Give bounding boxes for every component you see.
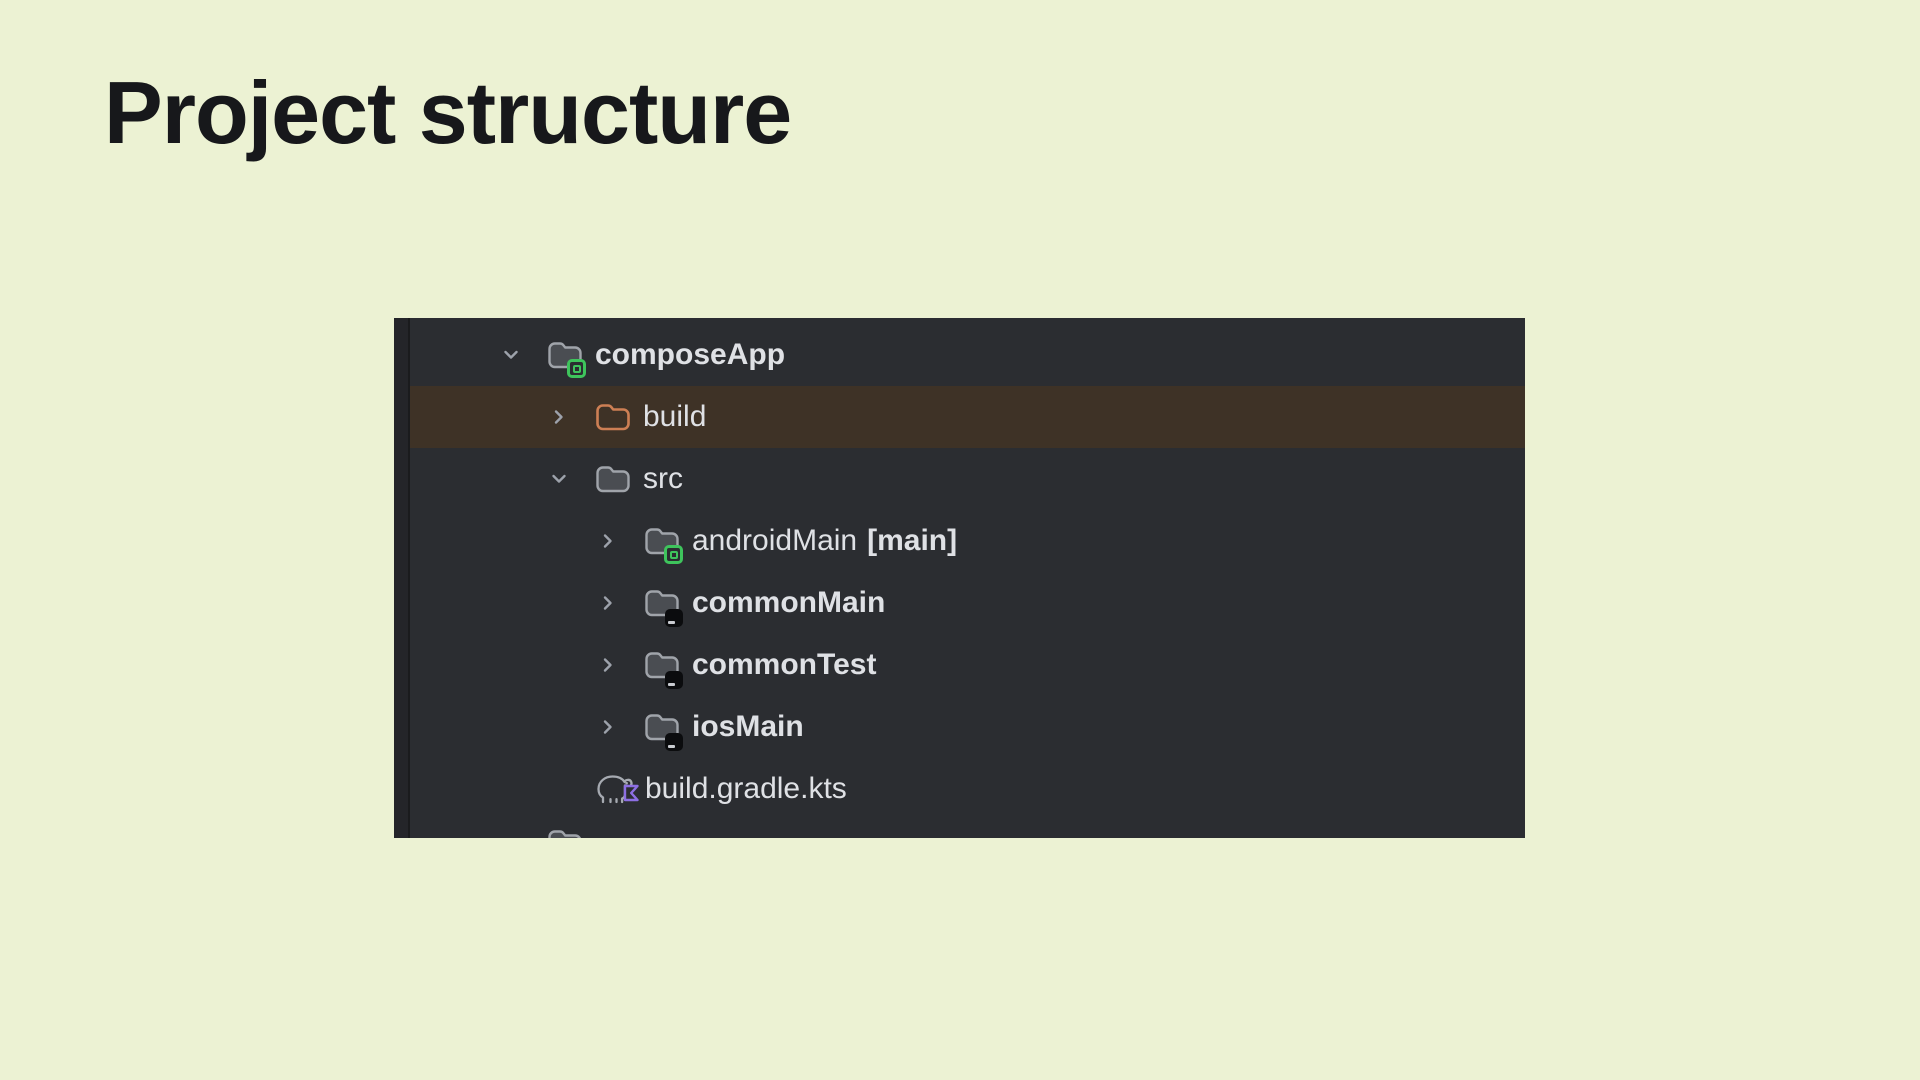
chevron-down-icon[interactable] [501, 345, 521, 365]
common-source-folder-icon [644, 712, 683, 751]
module-folder-icon [547, 340, 586, 378]
tree-row-src[interactable]: src [410, 448, 1525, 510]
tree-row-commonmain[interactable]: commonMain [410, 572, 1525, 634]
green-source-badge-icon [664, 545, 683, 564]
tree-item-label: iosMain [692, 710, 804, 743]
common-source-folder-icon [644, 650, 683, 689]
android-source-folder-icon [644, 526, 683, 564]
tree-row-androidmain[interactable]: androidMain [main] [410, 510, 1525, 572]
project-tree-panel: composeApp build src [394, 318, 1525, 838]
dark-source-badge-icon [665, 671, 683, 689]
folder-icon [547, 828, 583, 838]
tree-item-label: commonMain [692, 586, 886, 619]
build-folder-icon [595, 402, 631, 432]
tree-item-label: build [643, 400, 707, 433]
tree-item-label: build.gradle.kts [645, 772, 847, 805]
tree-row-iosmain[interactable]: iosMain [410, 696, 1525, 758]
tree-item-label: composeApp [595, 338, 786, 371]
gradle-file-icon [595, 771, 640, 810]
common-source-folder-icon [644, 588, 683, 627]
chevron-right-icon[interactable] [598, 717, 618, 737]
green-source-badge-icon [567, 359, 586, 378]
tree-item-suffix: [main] [867, 524, 958, 557]
tree-row-build-gradle-kts[interactable]: build.gradle.kts [410, 758, 1525, 820]
folder-icon [595, 464, 631, 494]
dark-source-badge-icon [665, 609, 683, 627]
tree-row-commontest[interactable]: commonTest [410, 634, 1525, 696]
clipped-tree-row[interactable] [410, 820, 1525, 838]
tree-row-composeapp[interactable]: composeApp [410, 324, 1525, 386]
kotlin-script-badge-icon [623, 776, 640, 810]
tree-row-build[interactable]: build [410, 386, 1525, 448]
chevron-right-icon[interactable] [549, 407, 569, 427]
panel-left-gutter [394, 318, 410, 838]
tree-item-label: src [643, 462, 683, 495]
chevron-down-icon[interactable] [549, 469, 569, 489]
chevron-right-icon[interactable] [598, 593, 618, 613]
page-title: Project structure [104, 63, 792, 162]
dark-source-badge-icon [665, 733, 683, 751]
chevron-right-icon[interactable] [598, 531, 618, 551]
tree-item-label: commonTest [692, 648, 877, 681]
chevron-right-icon[interactable] [598, 655, 618, 675]
project-tree: composeApp build src [410, 318, 1525, 838]
tree-item-label: androidMain [692, 524, 858, 557]
